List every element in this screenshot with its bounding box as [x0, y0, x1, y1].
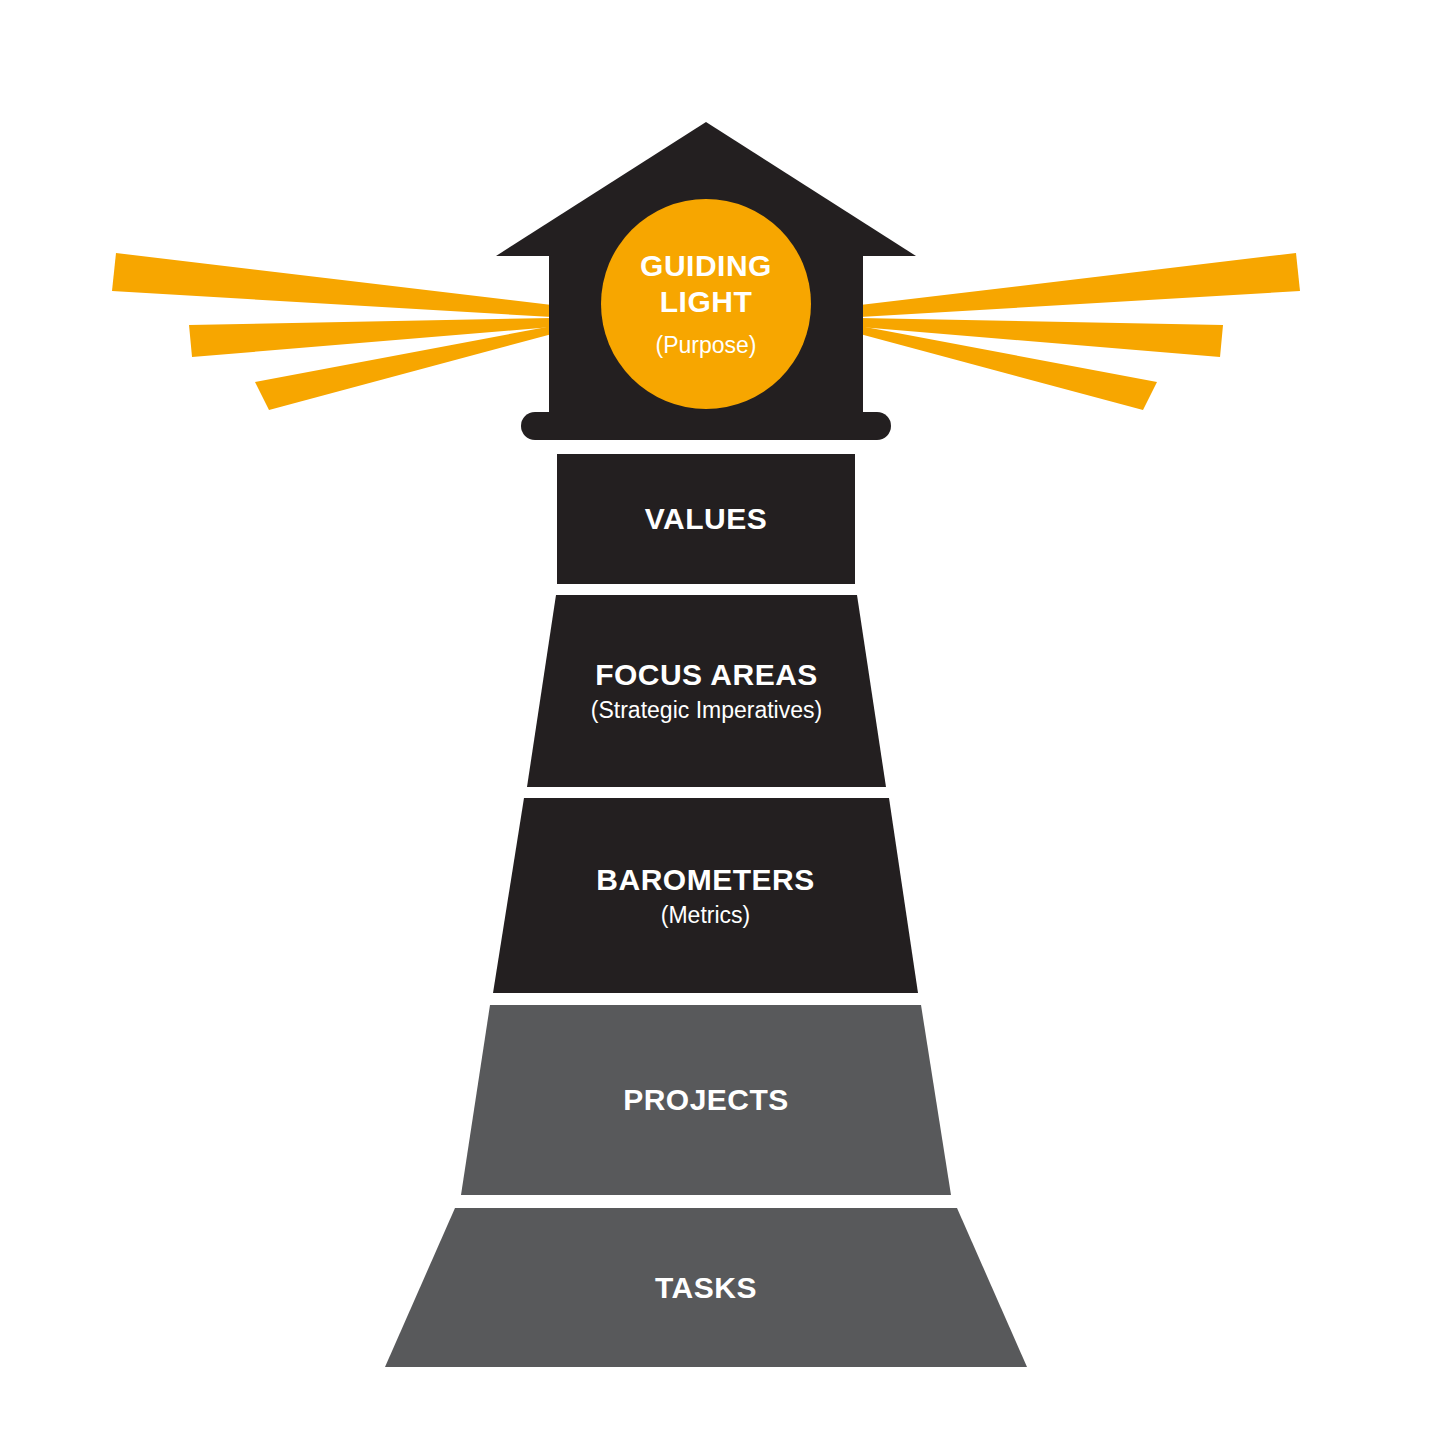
text-holder: BAROMETERS (Metrics) — [493, 798, 918, 993]
projects-band-fill — [461, 1005, 951, 1195]
text-holder: VALUES — [557, 454, 855, 584]
band-subheading: (Metrics) — [661, 902, 750, 930]
band-heading: VALUES — [645, 501, 767, 537]
gallery-deck — [521, 412, 891, 440]
band-subheading: (Strategic Imperatives) — [591, 697, 822, 725]
values-band-fill — [557, 454, 855, 584]
tasks-band: TASKS — [385, 1208, 1027, 1367]
focus-areas-band: FOCUS AREAS (Strategic Imperatives) — [527, 595, 886, 787]
guiding-light-circle: GUIDING LIGHT (Purpose) — [601, 199, 811, 409]
band-heading: TASKS — [655, 1270, 757, 1306]
projects-band: PROJECTS — [461, 1005, 951, 1195]
barometers-band: BAROMETERS (Metrics) — [493, 798, 918, 993]
text-holder: FOCUS AREAS (Strategic Imperatives) — [527, 595, 886, 787]
band-heading: PROJECTS — [623, 1082, 789, 1118]
barometers-band-fill — [493, 798, 918, 993]
band-subheading: (Purpose) — [656, 332, 757, 360]
band-heading: FOCUS AREAS — [595, 657, 818, 693]
band-heading: GUIDING LIGHT — [621, 248, 791, 320]
focus-areas-band-fill — [527, 595, 886, 787]
text-holder: TASKS — [385, 1208, 1027, 1367]
text-holder: GUIDING LIGHT (Purpose) — [601, 199, 811, 409]
band-heading: BAROMETERS — [596, 862, 814, 898]
values-band: VALUES — [557, 454, 855, 584]
tasks-band-fill — [385, 1208, 1027, 1367]
guiding-light-circle-fill — [601, 199, 811, 409]
text-holder: PROJECTS — [461, 1005, 951, 1195]
